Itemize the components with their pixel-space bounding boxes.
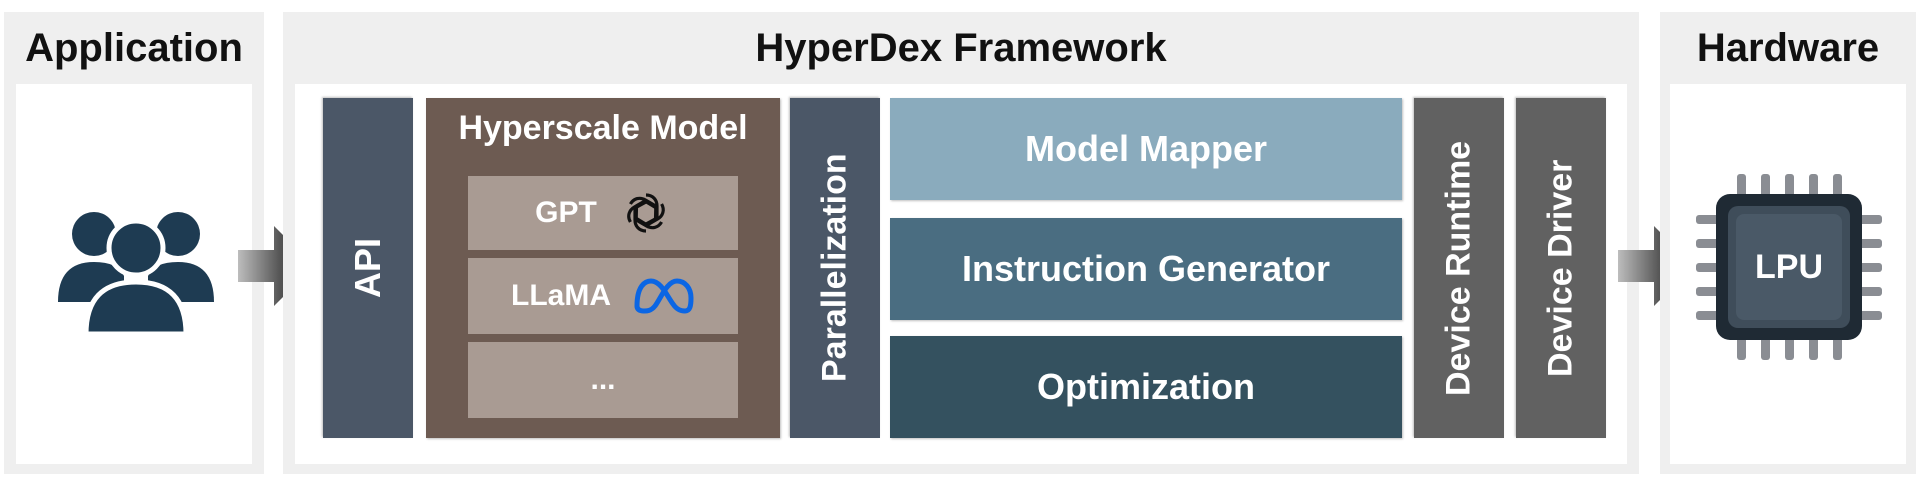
model-label-gpt: GPT [535, 196, 597, 229]
device-driver-label: Device Driver [1541, 159, 1580, 377]
model-item-llama: LLaMA [468, 258, 738, 334]
hyperscale-model-title: Hyperscale Model [458, 108, 748, 147]
application-title: Application [25, 25, 243, 70]
api-block: API [323, 98, 413, 438]
parallelization-block: Parallelization [790, 98, 880, 438]
arrow-into-framework-icon [238, 226, 314, 306]
chip-label: LPU [1755, 247, 1823, 286]
hardware-title: Hardware [1696, 25, 1880, 70]
optimization-label: Optimization [1037, 366, 1255, 407]
model-item-more: ... [468, 342, 738, 418]
api-label: API [347, 238, 388, 299]
hardware-inner: LPU [1670, 84, 1906, 464]
openai-logo-icon [621, 188, 671, 238]
device-driver-block: Device Driver [1516, 98, 1606, 438]
optimization-block: Optimization [890, 336, 1402, 438]
application-panel: Application [4, 12, 264, 474]
model-item-gpt: GPT [468, 176, 738, 250]
model-label-llama: LLaMA [511, 279, 611, 312]
model-label-more: ... [590, 363, 616, 396]
arrow-to-hardware-icon [1618, 226, 1694, 306]
hyperscale-model-block: Hyperscale Model GPT LLaMA ... [426, 98, 780, 438]
device-runtime-label: Device Runtime [1439, 140, 1478, 396]
model-mapper-label: Model Mapper [1024, 128, 1267, 169]
hardware-panel: Hardware [1660, 12, 1916, 474]
chip-icon: LPU [1692, 170, 1886, 364]
instruction-generator-block: Instruction Generator [890, 218, 1402, 320]
framework-title: HyperDex Framework [755, 25, 1167, 70]
model-mapper-block: Model Mapper [890, 98, 1402, 200]
users-icon [58, 204, 214, 334]
instruction-generator-label: Instruction Generator [961, 248, 1331, 289]
device-runtime-block: Device Runtime [1414, 98, 1504, 438]
meta-logo-icon [631, 276, 695, 316]
application-inner [16, 84, 252, 464]
parallelization-label: Parallelization [815, 153, 854, 383]
